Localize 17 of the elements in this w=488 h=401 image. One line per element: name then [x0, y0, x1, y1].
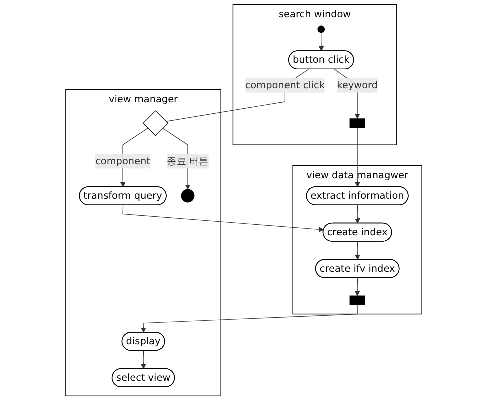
arrow: [141, 350, 146, 370]
node-bar: [350, 118, 366, 128]
arrow: [318, 32, 324, 52]
arrow: [355, 128, 360, 188]
edge-label: component: [96, 155, 150, 167]
arrow: [122, 205, 324, 232]
edge-label: 종료 버튼: [167, 155, 209, 167]
node-circle: [181, 189, 195, 203]
node-bar: [350, 296, 366, 306]
edge-label: keyword: [337, 80, 378, 92]
edge-label: component click: [245, 80, 326, 92]
arrow: [355, 205, 360, 224]
node-circle: [318, 26, 326, 34]
arrow: [355, 242, 360, 260]
arrow: [354, 278, 360, 296]
arrow: [141, 304, 358, 334]
node-diamond: [142, 110, 169, 136]
